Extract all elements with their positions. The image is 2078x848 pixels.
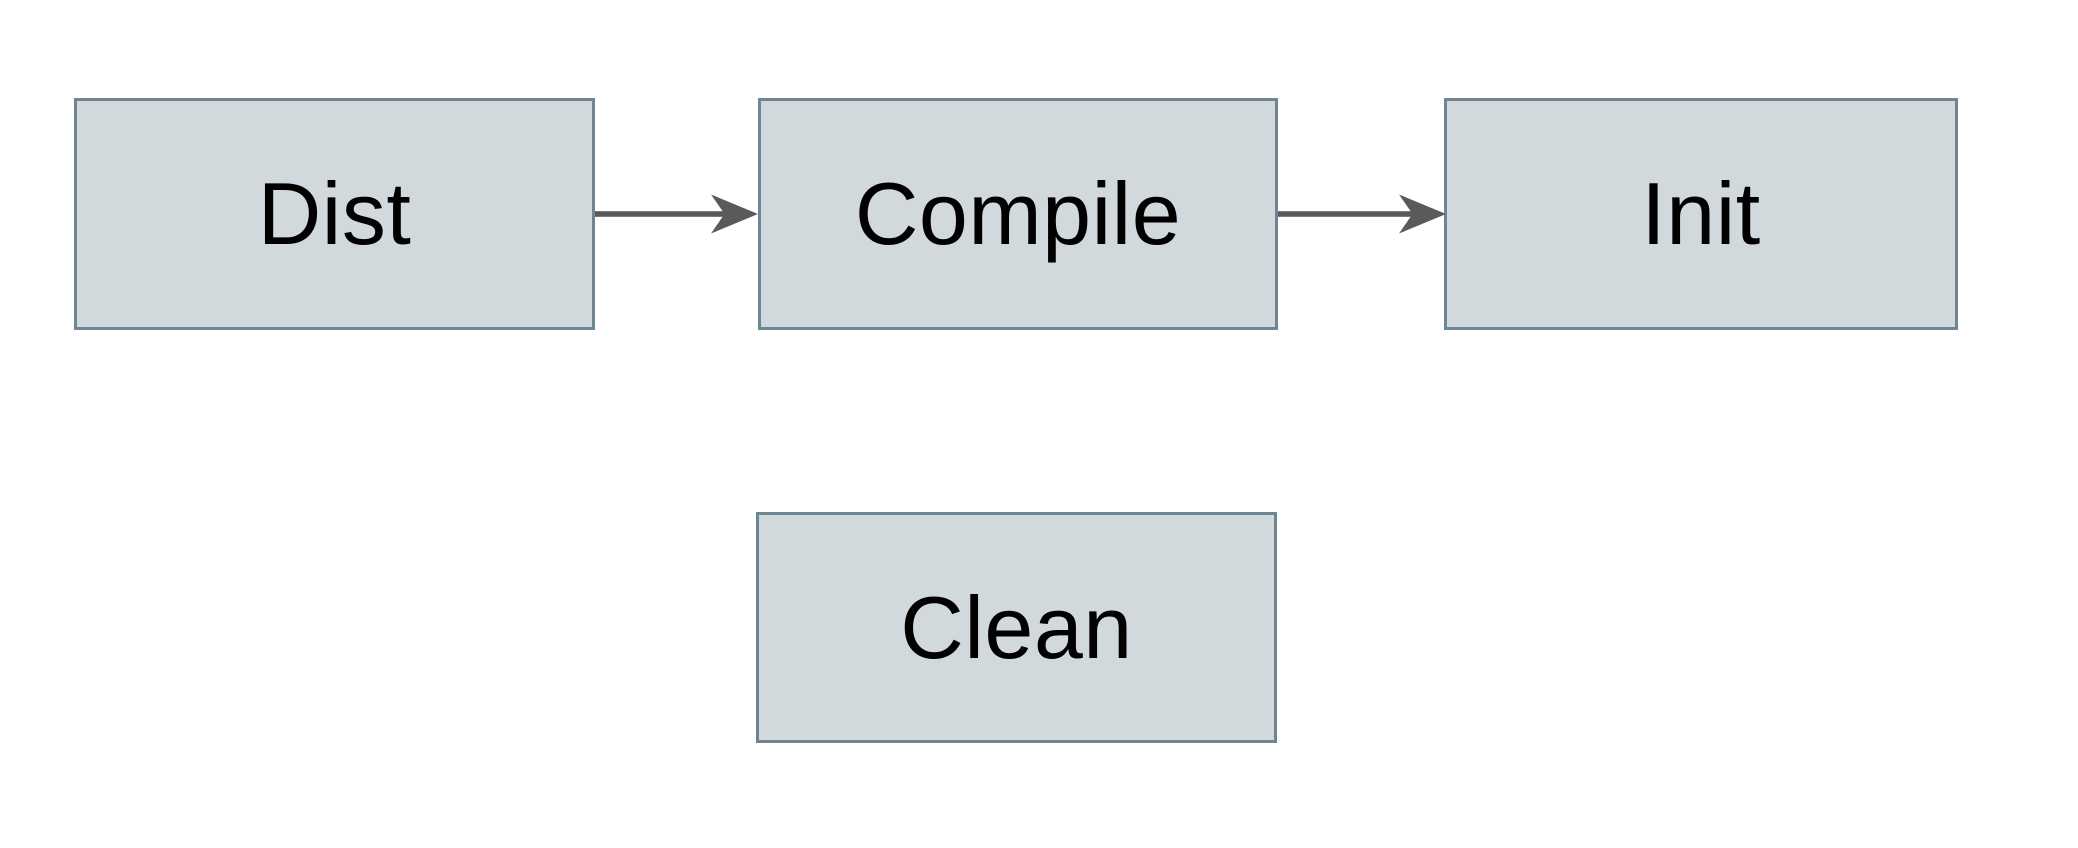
node-dist-label: Dist — [257, 164, 412, 263]
node-compile-label: Compile — [854, 164, 1182, 263]
node-init-label: Init — [1641, 164, 1761, 263]
arrow-dist-to-compile-icon — [595, 194, 758, 234]
node-dist[interactable]: Dist — [74, 98, 595, 330]
node-init[interactable]: Init — [1444, 98, 1958, 330]
node-clean[interactable]: Clean — [756, 512, 1277, 743]
node-compile[interactable]: Compile — [758, 98, 1278, 330]
arrow-compile-to-init-icon — [1278, 194, 1446, 234]
node-clean-label: Clean — [900, 577, 1133, 677]
